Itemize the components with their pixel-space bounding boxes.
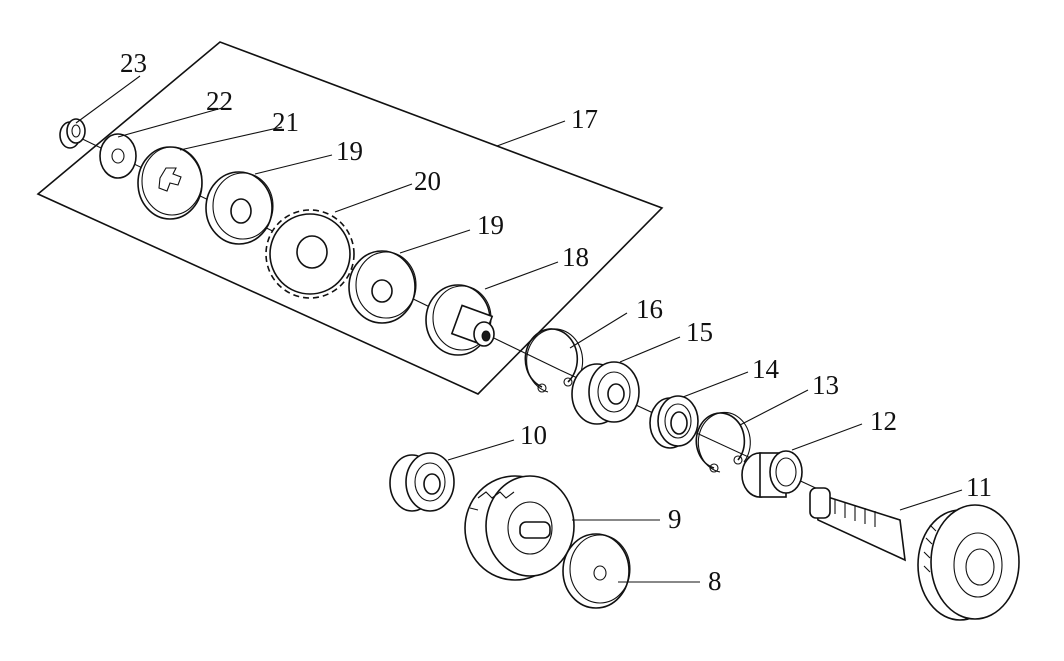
callout-23: 23: [120, 48, 147, 78]
callout-13: 13: [812, 370, 839, 400]
leader-20: [334, 183, 413, 213]
callout-16: 16: [636, 294, 663, 324]
callout-21: 21: [272, 107, 299, 137]
part-11-shaft-gear: [809, 487, 1020, 621]
leader-16: [569, 312, 628, 349]
assembly-outline: [36, 41, 664, 395]
part-19-spacer-lower: [348, 250, 417, 324]
part-21-lock-plate: [137, 146, 203, 220]
leader-23: [75, 75, 141, 124]
callout-19b: 19: [477, 210, 504, 240]
part-12-needle-bearing: [741, 450, 803, 498]
callout-12: 12: [870, 406, 897, 436]
callout-18: 18: [562, 242, 589, 272]
callout-8: 8: [708, 566, 722, 596]
leader-12: [791, 423, 863, 451]
leader-11: [899, 489, 963, 511]
part-19-spacer-upper: [205, 171, 274, 245]
leader-22: [117, 107, 223, 138]
callout-17: 17: [571, 104, 598, 134]
callout-10: 10: [520, 420, 547, 450]
leader-13: [739, 389, 809, 426]
callout-14: 14: [752, 354, 780, 384]
part-13-circlip: [695, 411, 751, 473]
part-9-gear: [464, 475, 575, 581]
callout-11: 11: [966, 472, 992, 502]
callout-9: 9: [668, 504, 682, 534]
leader-19b: [399, 229, 471, 254]
part-18-hub: [425, 284, 495, 356]
leader-21: [179, 126, 283, 151]
part-20-sprocket: [265, 209, 355, 299]
leader-17: [496, 120, 566, 147]
part-8-washer: [562, 533, 631, 609]
callout-20: 20: [414, 166, 441, 196]
callout-19a: 19: [336, 136, 363, 166]
leader-14: [682, 371, 749, 398]
part-15-ball-bearing: [571, 361, 640, 425]
part-22-washer: [99, 133, 137, 179]
leader-18: [484, 261, 559, 290]
part-23-nut: [59, 118, 86, 149]
leader-15: [619, 336, 681, 363]
leader-19a: [254, 154, 333, 175]
callout-22: 22: [206, 86, 233, 116]
callout-15: 15: [686, 317, 713, 347]
leader-10: [447, 439, 515, 461]
part-10-ball-bearing: [389, 452, 455, 512]
part-16-circlip: [524, 328, 584, 393]
part-14-seal: [649, 395, 699, 449]
